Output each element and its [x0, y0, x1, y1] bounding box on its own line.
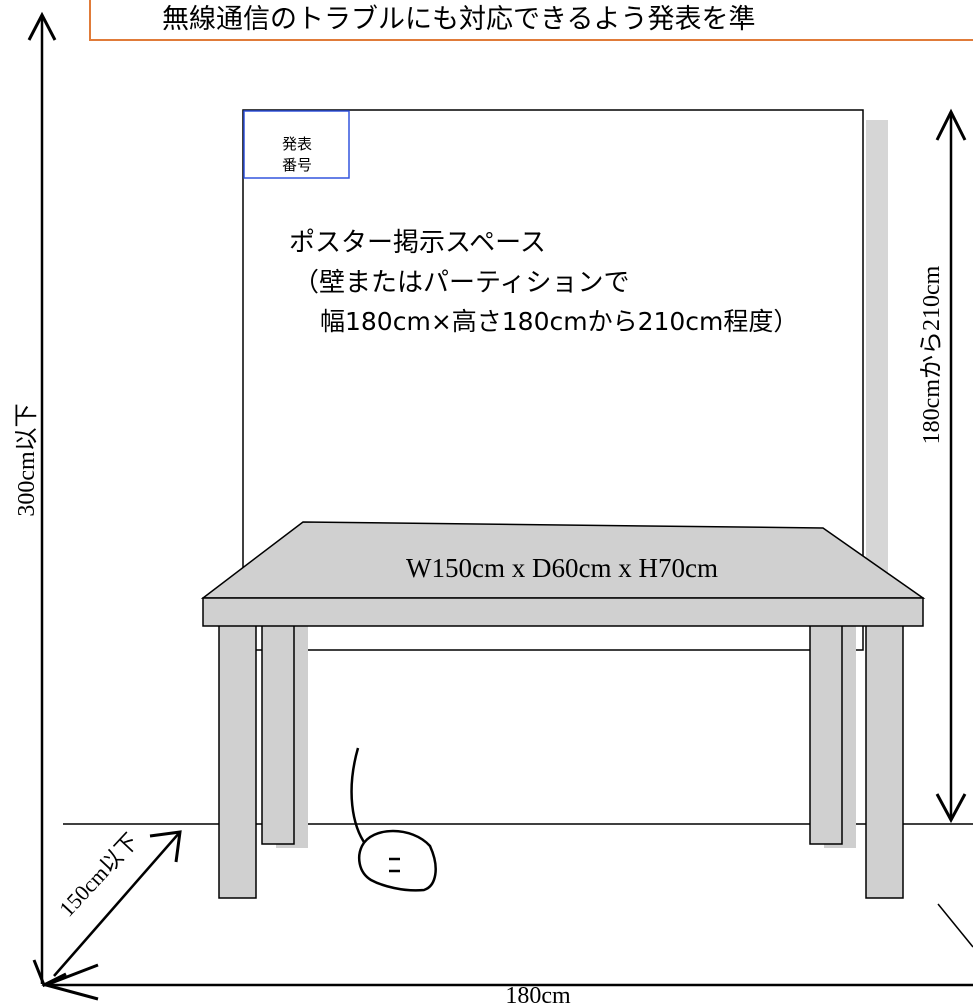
- notice-text: 無線通信のトラブルにも対応できるよう発表を準: [162, 4, 755, 35]
- power-outlet-body: [357, 829, 437, 892]
- poster-space-line2: （壁またはパーティションで: [293, 268, 629, 298]
- depth-line: [53, 831, 181, 977]
- width-label: 180cm: [505, 983, 571, 1005]
- table-back-leg-right: [809, 621, 843, 845]
- width-dimension: 180cm: [32, 959, 973, 1005]
- floor-diagonal-right: [937, 903, 973, 948]
- poster-board-shadow: [866, 120, 888, 580]
- power-cable: [350, 747, 368, 846]
- depth-arrowhead-top: [149, 830, 182, 863]
- poster-space-line1: ポスター掲示スペース: [289, 228, 546, 258]
- poster-height-dimension: 180cmから210cm: [919, 108, 967, 824]
- poster-height-arrowhead-top: [935, 108, 967, 141]
- presentation-number-line1: 発表: [282, 135, 312, 153]
- notice-banner: 無線通信のトラブルにも対応できるよう発表を準: [89, 0, 973, 41]
- bottom-left-corner-arrowhead: [32, 959, 67, 988]
- table-label: W150cm x D60cm x H70cm: [406, 553, 718, 583]
- height-total-arrowhead: [27, 11, 57, 41]
- height-total-dimension: 300cm以下: [14, 11, 57, 984]
- poster-height-arrowhead-bottom: [935, 793, 967, 824]
- notice-box: [89, 0, 973, 41]
- table-front-leg-right: [865, 623, 904, 899]
- width-arrowhead-left: [41, 963, 99, 1001]
- poster-space-label: ポスター掲示スペース （壁またはパーティションで 幅180cm×高さ180cmか…: [289, 228, 798, 336]
- height-total-label: 300cm以下: [14, 403, 40, 516]
- poster-space-line3: 幅180cm×高さ180cmから210cm程度）: [320, 307, 798, 336]
- power-outlet-icon: [350, 747, 437, 892]
- depth-dimension: 150cm以下: [53, 828, 182, 977]
- presentation-number-box: 発表 番号: [243, 110, 350, 179]
- depth-label: 150cm以下: [54, 828, 143, 921]
- table-back-leg-left: [261, 621, 295, 845]
- presentation-number-line2: 番号: [282, 156, 312, 174]
- presentation-number-frame: [243, 110, 350, 179]
- table: W150cm x D60cm x H70cm: [200, 521, 926, 899]
- table-front-leg-left: [218, 623, 257, 899]
- table-top-edge: [202, 597, 924, 627]
- poster-height-label: 180cmから210cm: [919, 265, 945, 444]
